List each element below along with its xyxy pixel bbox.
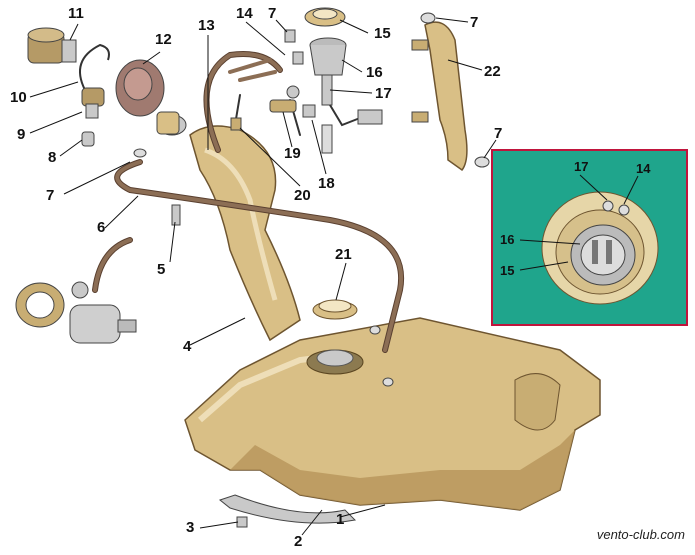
valve-19 [269, 85, 300, 113]
valve-9 [81, 87, 105, 119]
sender-16 [309, 37, 383, 127]
label-7-top: 7 [268, 5, 277, 22]
fuel-pump-unit [69, 281, 137, 344]
label-22: 22 [484, 63, 501, 80]
cap-12 [115, 59, 180, 135]
label-7-right-top: 7 [470, 14, 479, 31]
label-16: 16 [366, 64, 383, 81]
label-9: 9 [17, 126, 26, 143]
label-6: 6 [97, 219, 106, 236]
label-20: 20 [294, 187, 311, 204]
wire-loop-10 [79, 43, 110, 91]
plug-8 [81, 131, 95, 147]
label-15: 15 [374, 25, 391, 42]
label-7-left: 7 [46, 187, 55, 204]
label-14: 14 [236, 5, 253, 22]
inset-panel [491, 149, 688, 326]
label-19: 19 [284, 145, 301, 162]
label-11: 11 [68, 5, 84, 22]
label-7-right: 7 [494, 125, 503, 142]
label-10: 10 [10, 89, 27, 106]
fuel-tank [184, 299, 601, 511]
inset-label-17: 17 [574, 159, 589, 174]
label-21: 21 [335, 246, 352, 263]
label-3: 3 [186, 519, 195, 536]
filter-18 [302, 104, 316, 118]
leader-lines [29, 17, 639, 536]
vent-hose-22 [411, 12, 490, 172]
label-5: 5 [157, 261, 166, 278]
gasket-ring [15, 282, 65, 328]
label-2: 2 [294, 533, 303, 550]
bolt-18b [321, 124, 333, 154]
label-4: 4 [183, 338, 192, 355]
label-13: 13 [198, 17, 215, 34]
inset-label-14: 14 [636, 161, 651, 176]
filler-neck [157, 114, 301, 342]
fitting-14-7 [284, 29, 304, 65]
lock-ring-15 [304, 7, 346, 27]
inset-label-16: 16 [500, 232, 515, 247]
label-18: 18 [318, 175, 335, 192]
inset-label-15: 15 [500, 263, 515, 278]
label-17: 17 [375, 85, 392, 102]
label-8: 8 [48, 149, 57, 166]
watermark: vento-club.com [596, 527, 685, 542]
bolt-5 [171, 204, 181, 226]
connector-20 [230, 117, 242, 131]
cap-11 [27, 27, 77, 64]
label-1: 1 [336, 511, 345, 528]
tank-strap [218, 494, 357, 528]
label-12: 12 [155, 31, 172, 48]
clamp-7-left [133, 148, 147, 158]
